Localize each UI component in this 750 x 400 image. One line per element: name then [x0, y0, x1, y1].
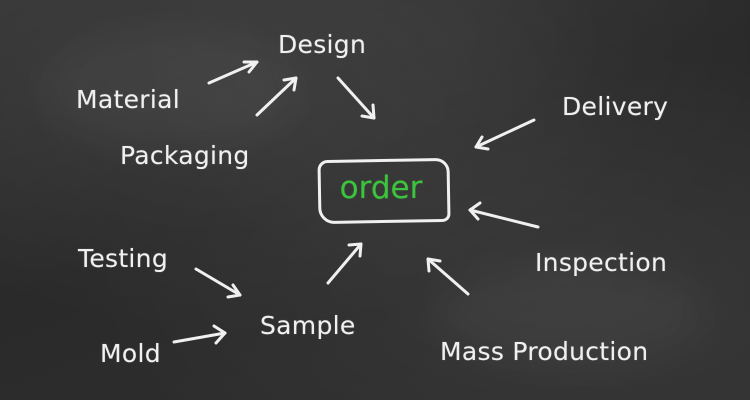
arrow-inspection-to-order: [468, 201, 540, 229]
node-material: Material: [76, 85, 180, 114]
arrow-design-to-order: [336, 76, 376, 120]
arrow-mold-to-sample: [172, 324, 227, 345]
node-sample: Sample: [260, 311, 356, 340]
arrow-delivery-to-order: [474, 118, 536, 151]
arrow-packaging-to-design: [255, 76, 298, 117]
node-packaging: Packaging: [120, 141, 250, 170]
node-mass-production: Mass Production: [440, 337, 649, 366]
node-inspection: Inspection: [535, 248, 668, 277]
arrow-testing-to-sample: [194, 267, 242, 299]
node-mold: Mold: [100, 339, 161, 368]
arrow-sample-to-order: [326, 242, 363, 285]
node-design: Design: [278, 30, 367, 59]
node-testing: Testing: [78, 244, 168, 273]
node-delivery: Delivery: [562, 92, 669, 121]
arrow-material-to-design: [207, 60, 259, 85]
order-label: order: [339, 169, 423, 206]
arrow-massproduction-to-order: [426, 257, 470, 296]
